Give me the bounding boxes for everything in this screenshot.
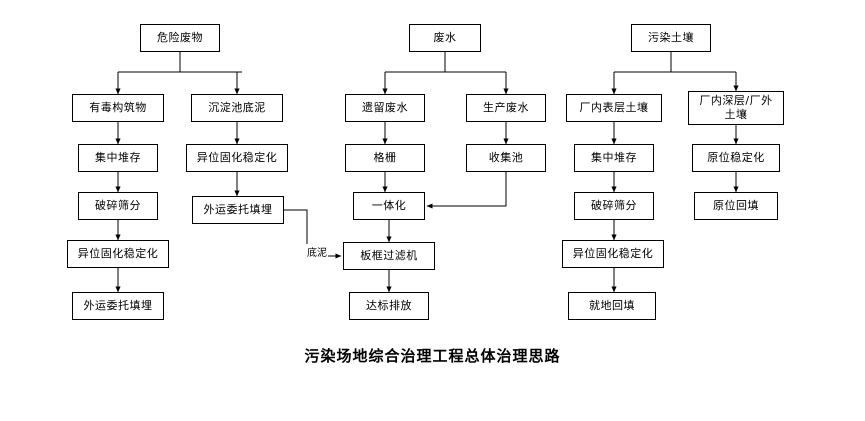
process-node: 异位固化稳定化 — [67, 240, 169, 268]
process-node: 外运委托填埋 — [72, 292, 164, 320]
process-node: 污染土壤 — [631, 24, 711, 52]
process-node: 破碎筛分 — [574, 192, 654, 220]
process-node: 生产废水 — [466, 94, 546, 122]
process-node: 遗留废水 — [345, 94, 425, 122]
process-node: 沉淀池底泥 — [191, 94, 283, 122]
process-node: 原位回填 — [694, 192, 778, 220]
process-node: 厂内深层/厂外 土壤 — [688, 91, 784, 125]
process-node: 危险废物 — [140, 24, 220, 52]
process-node: 异位固化稳定化 — [562, 240, 664, 268]
process-node: 异位固化稳定化 — [186, 144, 288, 172]
process-node: 集中堆存 — [574, 144, 654, 172]
process-node: 集中堆存 — [78, 144, 158, 172]
process-node: 达标排放 — [349, 292, 429, 320]
process-node: 板框过滤机 — [343, 242, 435, 270]
process-node: 外运委托填埋 — [192, 196, 284, 224]
diagram-title: 污染场地综合治理工程总体治理思路 — [304, 347, 561, 365]
process-node: 破碎筛分 — [78, 192, 158, 220]
process-node: 原位稳定化 — [692, 144, 780, 172]
process-node: 厂内表层土壤 — [566, 94, 662, 122]
process-node: 一体化 — [353, 192, 425, 220]
process-node: 有毒构筑物 — [72, 94, 164, 122]
process-node: 就地回填 — [568, 292, 656, 320]
process-node: 格栅 — [345, 144, 425, 172]
edge-label: 底泥 — [306, 244, 328, 259]
process-node: 收集池 — [466, 144, 546, 172]
process-node: 废水 — [409, 24, 481, 52]
